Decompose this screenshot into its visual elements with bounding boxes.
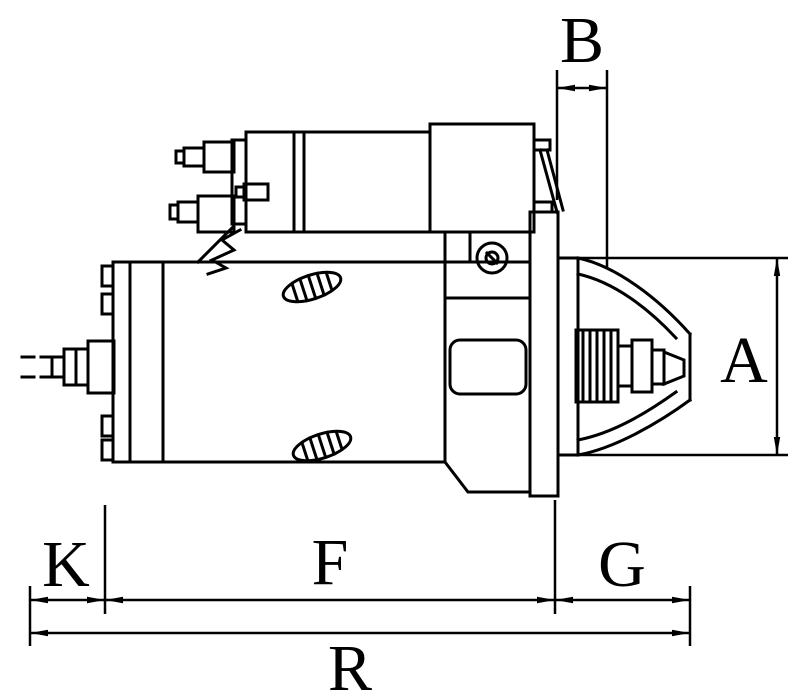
brush-cap xyxy=(100,264,115,288)
shaft-centerline-dashed xyxy=(20,355,66,379)
mounting-flange xyxy=(528,200,560,498)
terminal-middle xyxy=(242,182,270,202)
housing-bolt xyxy=(475,241,509,275)
motor-body xyxy=(100,260,447,464)
solenoid xyxy=(195,122,565,265)
dimension-bottom-extensions xyxy=(28,500,692,646)
band-bolt-upper xyxy=(281,270,343,304)
terminal-studs xyxy=(168,140,270,276)
brush-cap xyxy=(100,414,115,438)
cable-lug xyxy=(206,227,243,276)
shaft-tip xyxy=(662,349,686,387)
dimension-label-f: F xyxy=(312,526,349,599)
shaft-end xyxy=(50,339,116,395)
brush-cap xyxy=(100,438,115,462)
dimension-label-g: G xyxy=(598,528,646,601)
brush-cap xyxy=(100,292,115,316)
dimension-labels: B A K F G R xyxy=(42,4,768,700)
dimension-a xyxy=(578,256,788,457)
dimension-label-b: B xyxy=(560,4,604,77)
drive-housing xyxy=(442,230,532,494)
band-bolt-lower xyxy=(291,429,353,463)
terminal-lower xyxy=(196,194,236,234)
drive-pinion xyxy=(574,328,686,404)
dimensions xyxy=(28,70,788,646)
dimension-label-a: A xyxy=(720,324,768,397)
dimension-label-k: K xyxy=(42,528,90,601)
terminal-upper xyxy=(202,140,236,174)
starter-motor-drawing xyxy=(20,122,693,498)
drive-end-bracket xyxy=(556,256,693,457)
dimension-b xyxy=(555,70,609,268)
dimension-label-r: R xyxy=(328,632,372,700)
